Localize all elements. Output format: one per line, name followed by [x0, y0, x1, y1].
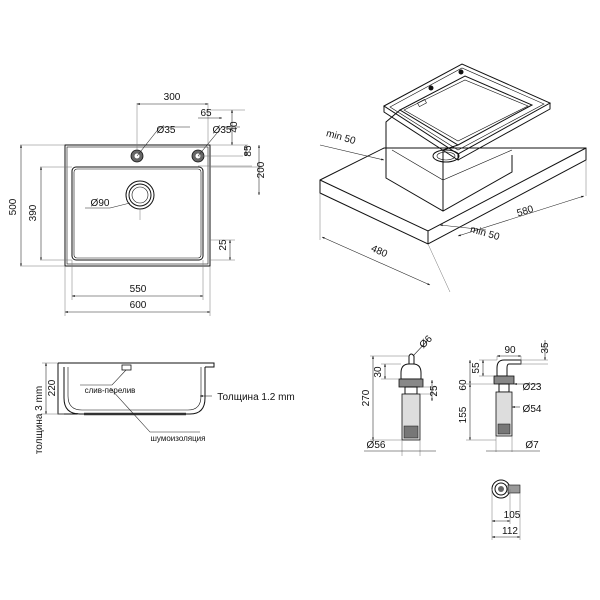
dim-25: 25 [218, 239, 229, 251]
dim-580: 580 [516, 204, 536, 220]
top-view: 300 65 Ø35 Ø35 40 85 200 500 390 Ø90 25 … [8, 92, 267, 316]
plan-inner-circle [498, 486, 504, 492]
plan-middle-circle [494, 482, 508, 496]
section-bowl-inner [67, 367, 202, 411]
dim-40: 40 [229, 121, 240, 133]
dispenser-bottle-base [403, 425, 419, 439]
outer-flange-edge [66, 146, 209, 265]
dim-270: 270 [361, 389, 372, 406]
leader-overflow [80, 369, 127, 386]
countertop-edges [319, 147, 587, 244]
sink-flange-inner [389, 67, 545, 151]
dim-480: 480 [369, 243, 389, 260]
bowl-contour [71, 166, 204, 261]
dim-112: 112 [502, 526, 518, 537]
dim-min50-left: min 50 [325, 128, 357, 147]
sink-flange-thickness [383, 103, 551, 161]
bowl-inner-edge [73, 168, 202, 259]
dim-d7: Ø7 [525, 440, 539, 451]
dim-300: 300 [164, 92, 181, 103]
overflow-slot [417, 98, 427, 108]
tap-hole-2 [428, 85, 434, 91]
wall-thickness-label: толщина 3 mm [34, 386, 45, 454]
leader-d90 [85, 202, 131, 209]
section-left-flange [57, 362, 214, 415]
dim-85: 85 [243, 145, 254, 157]
dim-min50-right: min 50 [469, 224, 501, 243]
dispenser-side-view: 90 35 55 60 Ø23 155 Ø54 Ø7 [458, 340, 551, 452]
plan-spout [507, 484, 521, 494]
noise-insulation-label: шумоизоляция [151, 434, 206, 443]
dim-30: 30 [373, 366, 384, 378]
dim-d35-right: Ø35 [213, 125, 232, 136]
section-rim [58, 362, 215, 368]
dim-65: 65 [200, 108, 212, 119]
overflow-box [121, 364, 132, 371]
dispenser-neck-side [498, 383, 510, 393]
bowl-rim [398, 75, 534, 146]
bowl-drain-inner [436, 151, 456, 161]
bowl-bottom-line [391, 149, 513, 181]
dim-d35-left: Ø35 [157, 125, 176, 136]
dispenser-collar-side [493, 375, 515, 385]
overflow-label: слив-перелив [85, 386, 136, 395]
leader-d35-left [136, 126, 190, 157]
dispenser-neck [404, 386, 418, 395]
perspective-view: min 50 min 50 480 580 [319, 63, 587, 293]
dim-d23: Ø23 [523, 382, 542, 393]
dim-220: 220 [47, 379, 58, 396]
leader-d35-right [197, 126, 240, 157]
dispenser-plan-detail: 105 112 [491, 479, 521, 540]
dim-390: 390 [28, 204, 39, 221]
dispenser-front-view: Ø6 30 270 25 Ø56 [361, 333, 440, 456]
bowl-body [385, 109, 513, 212]
bowl-rim-inner [403, 79, 529, 142]
outer-contour [64, 144, 211, 267]
dispenser-head-side [496, 359, 522, 377]
dim-60: 60 [458, 379, 469, 391]
dim-200: 200 [256, 161, 267, 178]
dim-25: 25 [429, 385, 440, 397]
dispenser-head [400, 363, 422, 380]
tap-hole [458, 69, 464, 75]
dim-155: 155 [458, 406, 469, 423]
sheet-thickness-label: Толщина 1.2 mm [217, 392, 295, 403]
countertop-outline [319, 147, 587, 245]
dispenser-collar [398, 378, 424, 388]
leader-noise [109, 387, 200, 433]
dim-d54: Ø54 [523, 404, 542, 415]
dim-600: 600 [130, 300, 147, 311]
dim-55: 55 [471, 362, 482, 374]
dim-90: 90 [504, 345, 516, 356]
dispenser-bottle-base-side [497, 423, 511, 435]
leader-d6 [412, 339, 429, 357]
dim-d56: Ø56 [367, 440, 386, 451]
dim-500: 500 [8, 198, 19, 215]
dim-550: 550 [130, 284, 147, 295]
bowl-drain [432, 149, 460, 163]
dim-d90: Ø90 [91, 198, 110, 209]
dim-105: 105 [504, 510, 521, 521]
section-view: 220 толщина 3 mm слив-перелив Толщина 1.… [34, 362, 295, 454]
dim-35: 35 [540, 342, 551, 354]
drain-hole [125, 180, 155, 210]
